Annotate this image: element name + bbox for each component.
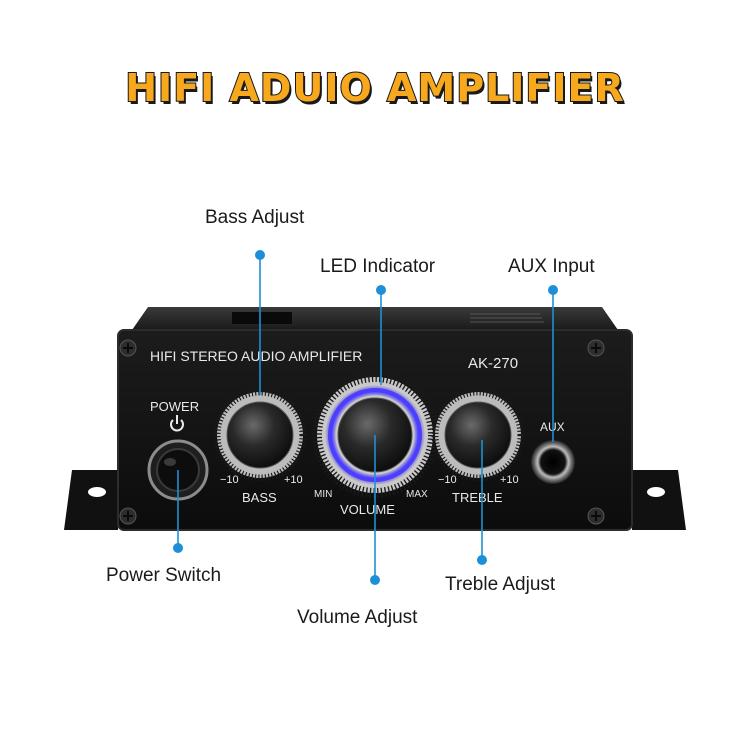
volume-label: VOLUME [340,502,395,517]
volume-min-label: MIN [314,489,332,500]
page-title: HIFI ADUIO AMPLIFIER [124,65,625,111]
left-flange-hole [88,487,106,497]
left-mount-flange [64,470,118,530]
model-number: AK-270 [468,355,518,372]
callout-lines [173,250,558,585]
bass-knob[interactable] [213,388,307,482]
power-icon [170,415,184,432]
right-mount-flange [632,470,686,530]
treble-label: TREBLE [452,490,503,505]
chassis-top-label [232,312,292,324]
callout-bass-adjust: Bass Adjust [205,207,305,228]
volume-max-label: MAX [406,489,428,500]
treble-knob[interactable] [431,388,525,482]
chassis-top [132,307,618,330]
bass-min-label: −10 [220,474,239,486]
aux-input-jack[interactable] [531,440,575,484]
bass-label: BASS [242,490,277,505]
treble-max-label: +10 [500,474,519,486]
callout-power-switch: Power Switch [106,565,222,586]
callout-led-indicator: LED Indicator [320,256,436,277]
callout-aux-input: AUX Input [508,256,595,277]
brand-text: HIFI STEREO AUDIO AMPLIFIER [150,348,362,364]
right-flange-hole [647,487,665,497]
bass-max-label: +10 [284,474,303,486]
top-vent [470,313,544,323]
callout-volume-adjust: Volume Adjust [297,607,418,628]
power-label: POWER [150,399,199,414]
callout-treble-adjust: Treble Adjust [445,574,556,595]
corner-screws [119,339,605,525]
treble-min-label: −10 [438,474,457,486]
